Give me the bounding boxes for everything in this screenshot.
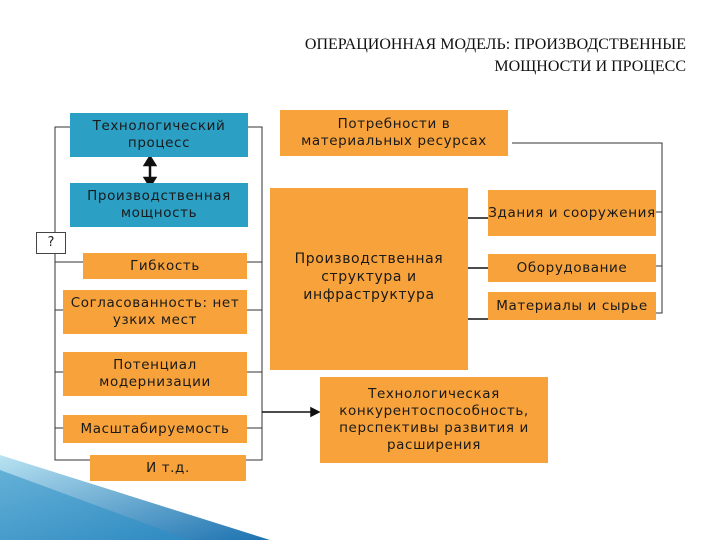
slide-title: ОПЕРАЦИОННАЯ МОДЕЛЬ: ПРОИЗВОДСТВЕННЫЕ МО…	[126, 34, 686, 78]
tech-process-box: Технологический процесс	[70, 113, 248, 157]
flexibility-box: Гибкость	[83, 253, 247, 279]
left-column-right-bracket	[246, 126, 263, 461]
buildings-box: Здания и сооружения	[488, 190, 656, 236]
title-line-2: МОЩНОСТИ И ПРОЦЕСС	[494, 58, 686, 75]
equipment-box: Оборудование	[488, 254, 656, 282]
capacity-box: Производственная мощность	[70, 183, 248, 227]
right-bracket-line	[512, 142, 663, 314]
etc-box: И т.д.	[90, 455, 246, 481]
double-arrow	[142, 154, 158, 189]
competitiveness-box: Технологическая конкурентоспособность, п…	[320, 377, 548, 463]
left-bracket-line	[54, 126, 90, 461]
title-line-1: ОПЕРАЦИОННАЯ МОДЕЛЬ: ПРОИЗВОДСТВЕННЫЕ	[304, 36, 686, 53]
modernization-box: Потенциал модернизации	[63, 352, 247, 396]
needs-box: Потребности в материальных ресурсах	[280, 110, 508, 156]
question-box: ?	[36, 232, 66, 254]
structure-box: Производственная структура и инфраструкт…	[270, 188, 468, 370]
consistency-box: Согласованность: нет узких мест	[63, 290, 247, 334]
materials-box: Материалы и сырье	[488, 292, 656, 320]
scalability-box: Масштабируемость	[63, 415, 247, 443]
